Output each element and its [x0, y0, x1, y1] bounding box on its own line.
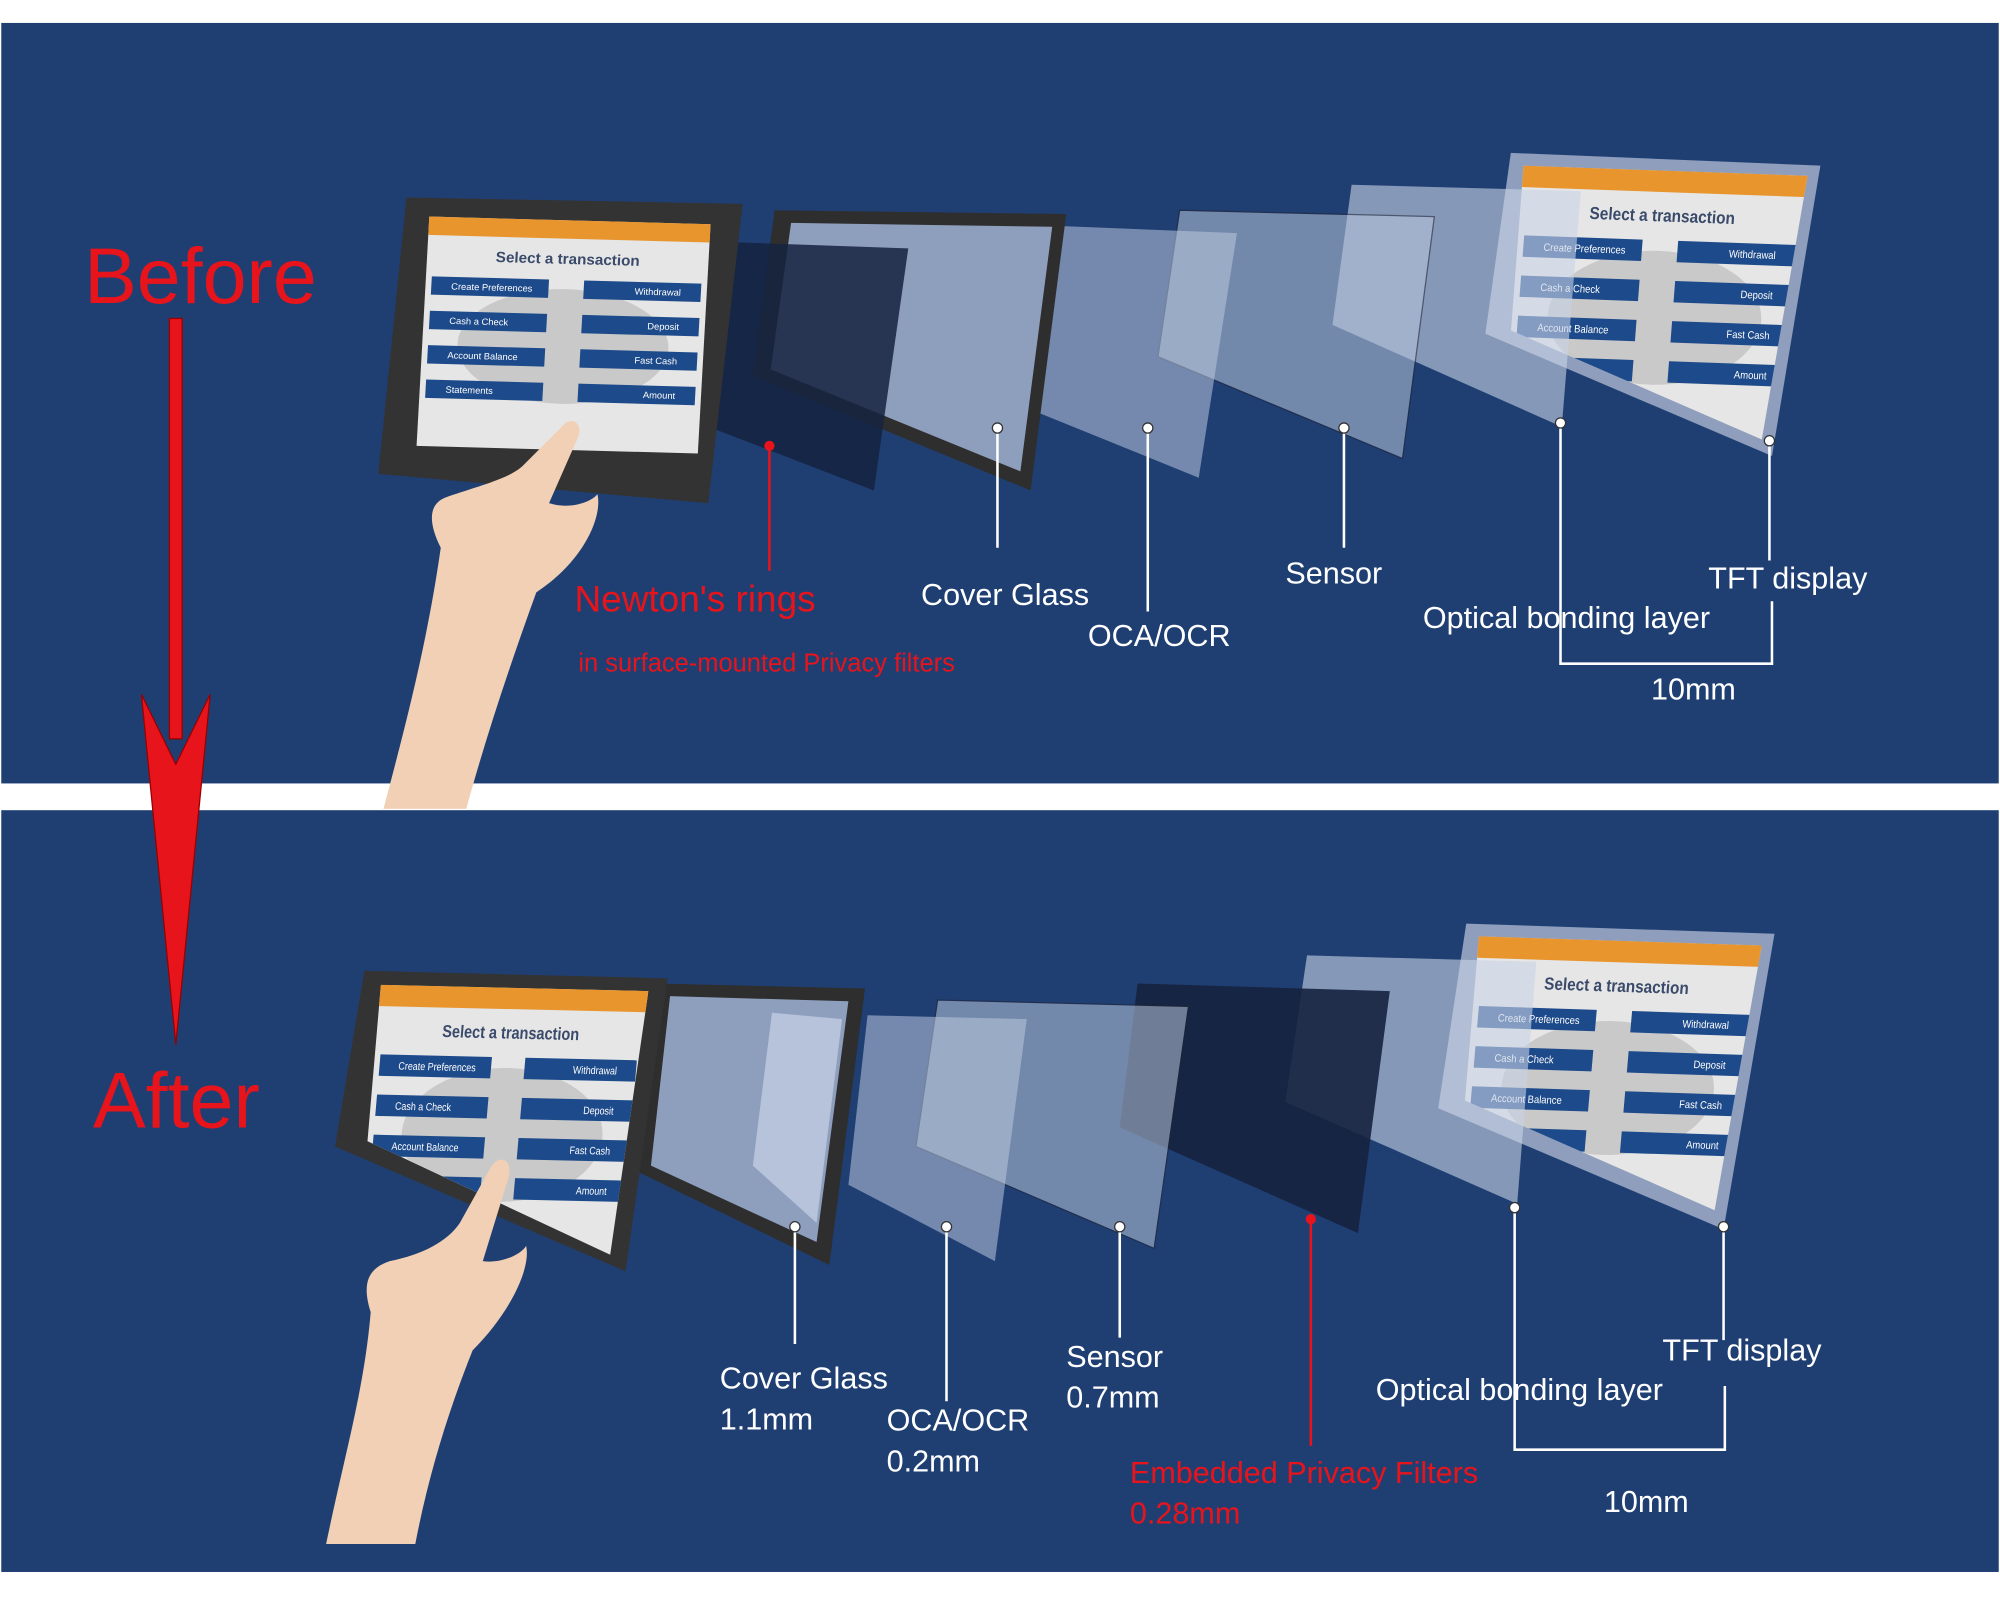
- atm-screen: Select a transaction Create Preferences …: [416, 216, 711, 454]
- before-touch-display: Select a transaction Create Preferences …: [378, 197, 743, 504]
- oca-thickness: 0.2mm: [887, 1444, 980, 1478]
- cover-glass-label: Cover Glass: [921, 578, 1089, 612]
- screen-button: Create Preferences: [451, 282, 533, 294]
- screen-button: Account Balance: [447, 350, 518, 362]
- after-cover-glass: [638, 983, 865, 1265]
- after-touch-display: [335, 970, 668, 1272]
- after-title: After: [93, 1056, 260, 1144]
- optical-bonding-label: Optical bonding layer: [1423, 601, 1710, 635]
- privacy-filter-label: Embedded Privacy Filters: [1130, 1456, 1478, 1490]
- optical-bonding-label: Optical bonding layer: [1376, 1373, 1663, 1407]
- newtons-rings-label: Newton's rings: [575, 578, 816, 619]
- cover-glass-label: Cover Glass: [720, 1362, 888, 1396]
- tft-display-label: TFT display: [1662, 1334, 1822, 1368]
- sensor-label: Sensor: [1066, 1340, 1163, 1374]
- privacy-filter-thickness: 0.28mm: [1130, 1497, 1240, 1531]
- before-hand: [383, 420, 599, 809]
- before-after-arrow: [140, 317, 211, 1045]
- sensor-thickness: 0.7mm: [1066, 1381, 1159, 1415]
- before-title: Before: [84, 232, 317, 320]
- after-hand: [326, 1159, 527, 1544]
- newtons-rings-sublabel: in surface-mounted Privacy filters: [578, 649, 955, 677]
- oca-label: OCA/OCR: [1088, 619, 1231, 653]
- screen-button: Amount: [643, 390, 676, 401]
- screen-button: Fast Cash: [634, 355, 677, 366]
- oca-label: OCA/OCR: [887, 1404, 1030, 1438]
- screen-button: Cash a Check: [449, 316, 509, 327]
- after-privacy-filter: [1119, 983, 1390, 1234]
- tft-display-label: TFT display: [1708, 562, 1868, 596]
- screen-button: Statements: [445, 385, 493, 396]
- before-privacy-filter: [708, 242, 909, 491]
- sensor-label: Sensor: [1285, 556, 1382, 590]
- cover-glass-thickness: 1.1mm: [720, 1402, 813, 1436]
- thickness-label: 10mm: [1651, 672, 1736, 706]
- after-oca-layer: [848, 1015, 1027, 1262]
- screen-button: Deposit: [647, 321, 680, 332]
- screen-button: Withdrawal: [634, 287, 681, 298]
- screen-title: Select a transaction: [495, 249, 640, 270]
- thickness-label: 10mm: [1604, 1485, 1689, 1519]
